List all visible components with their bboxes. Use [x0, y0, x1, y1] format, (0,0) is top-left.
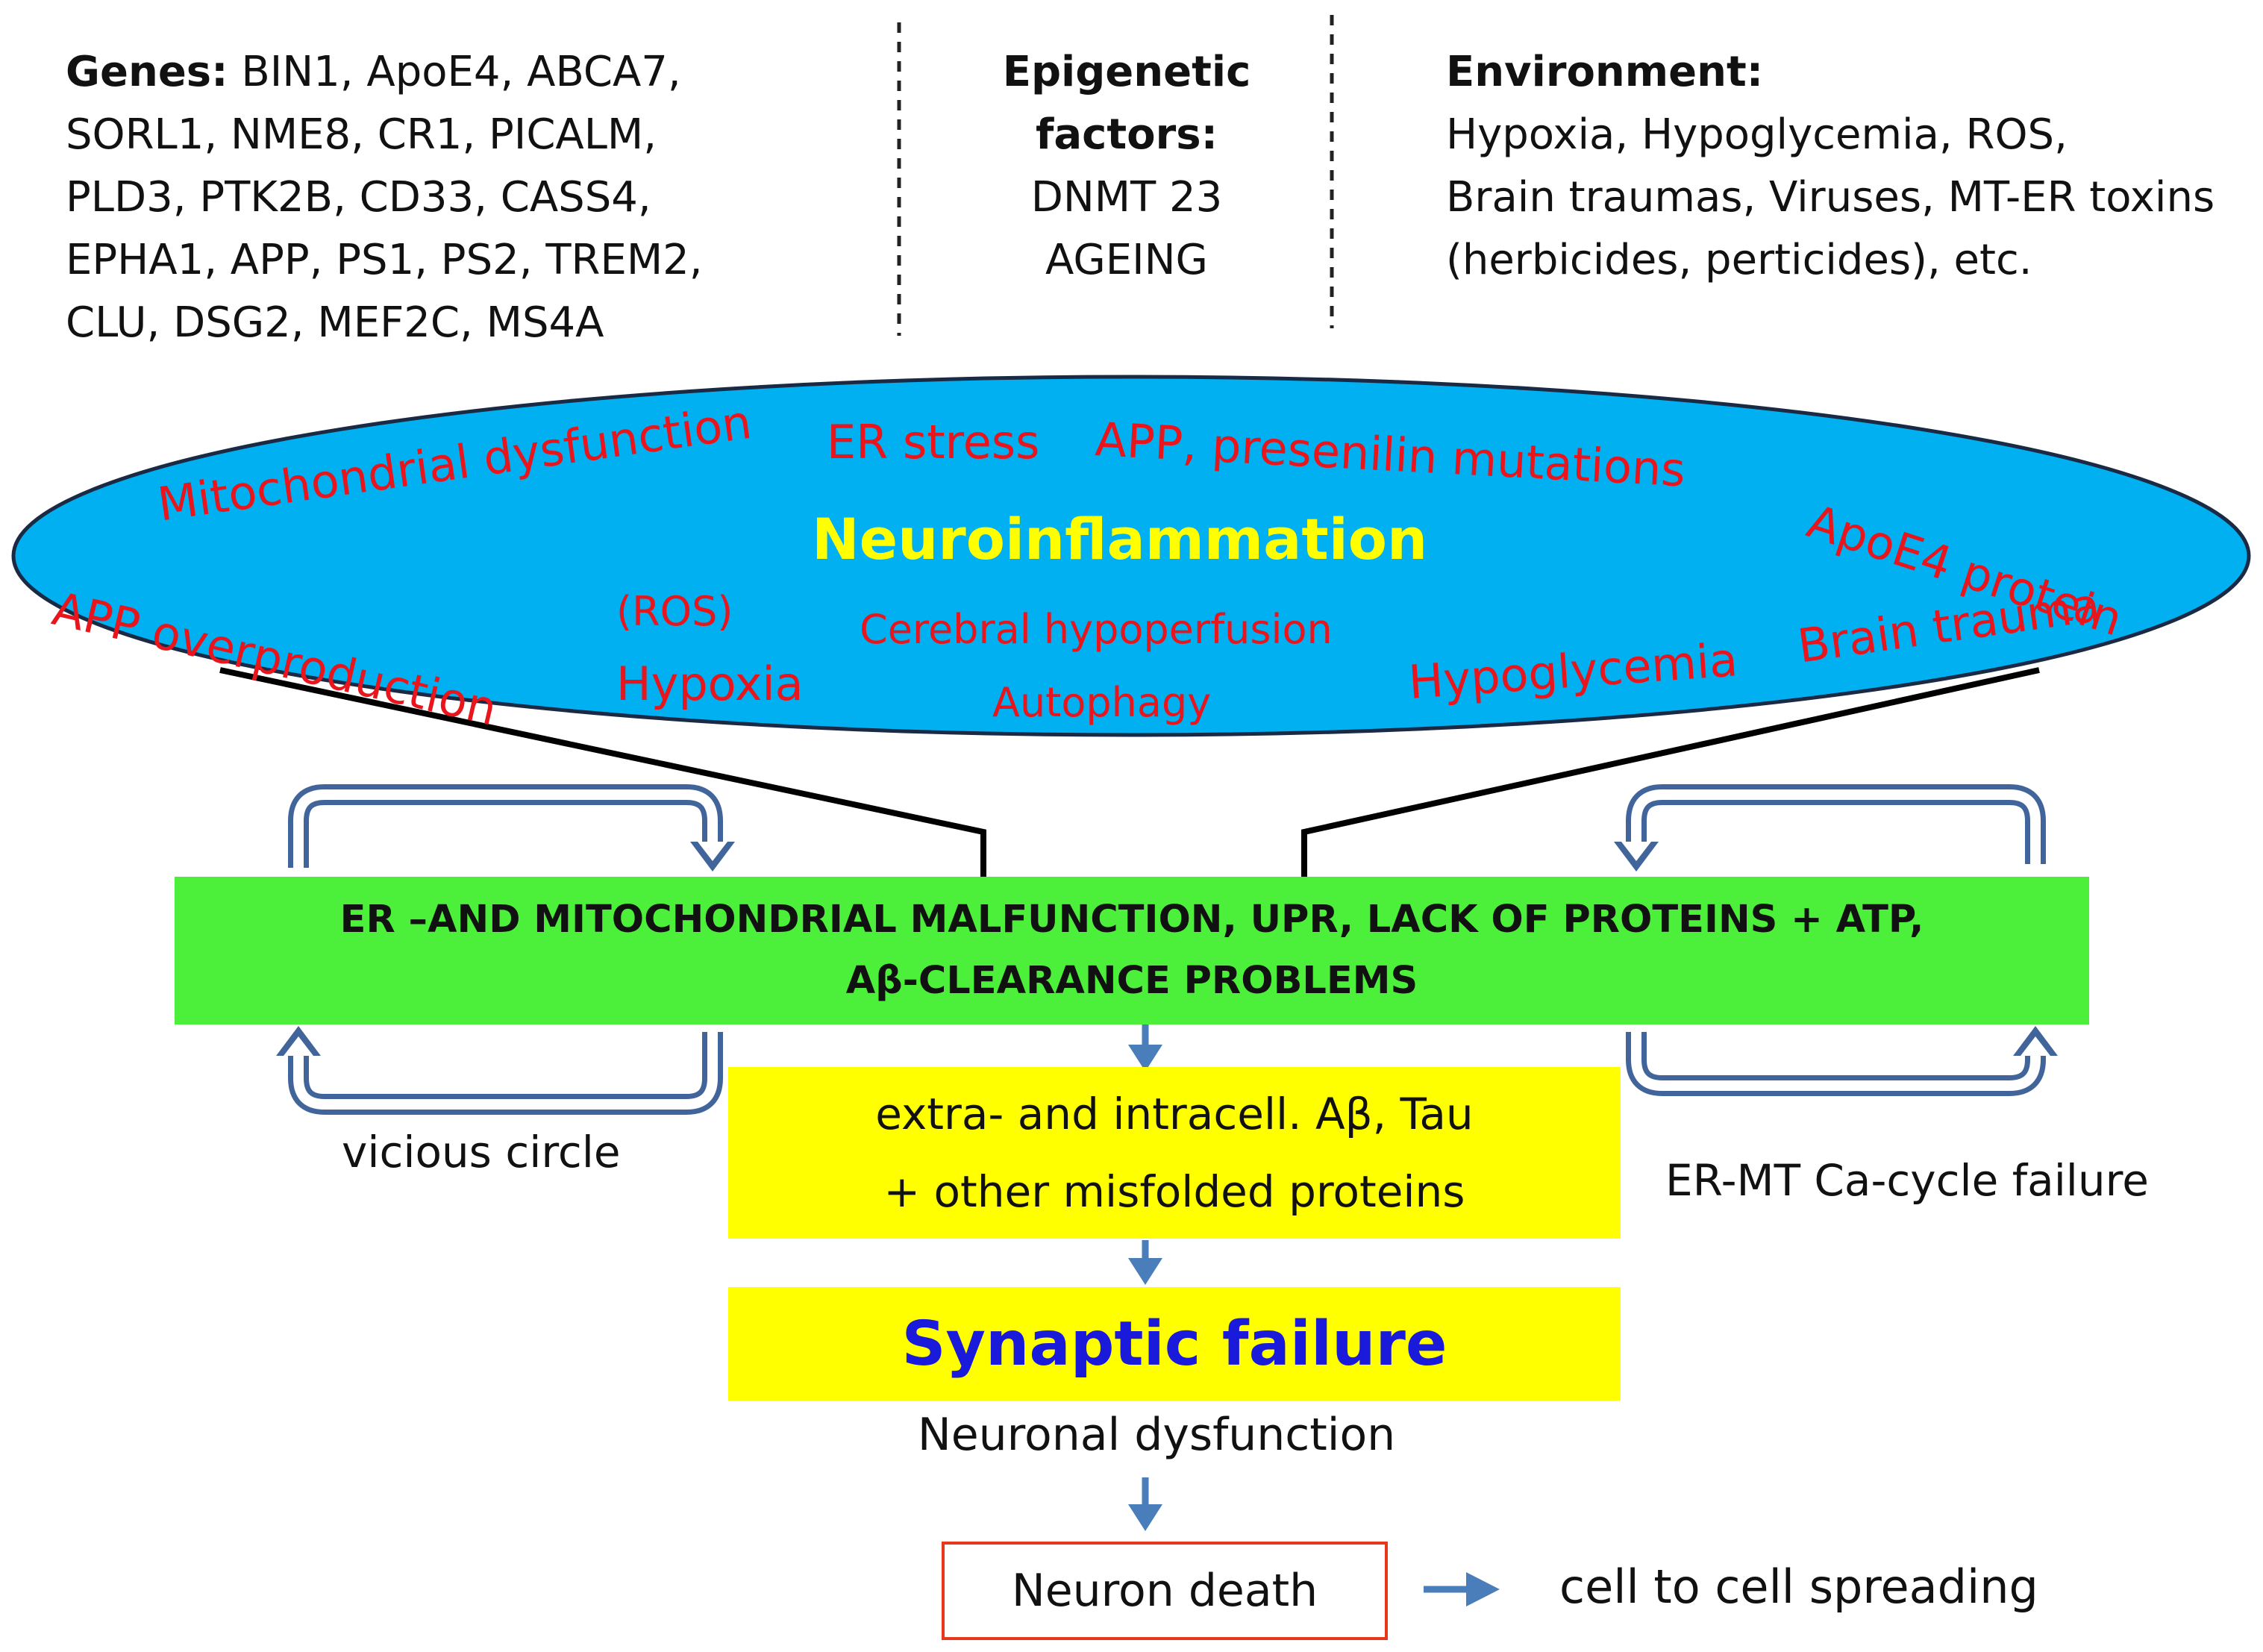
epigenetic-item: AGEING: [1045, 236, 1208, 284]
genes-list-line: EPHA1, APP, PS1, PS2, TREM2,: [66, 236, 703, 284]
neuroinflammation-ellipse: [11, 375, 2251, 737]
synaptic-failure-label: Synaptic failure: [901, 1308, 1447, 1380]
environment-heading: Environment:: [1446, 48, 1764, 96]
synaptic-failure-box: Synaptic failure: [728, 1287, 1621, 1401]
epigenetic-item: DNMT 23: [1030, 173, 1223, 222]
misfolded-line-1: extra- and intracell. Aβ, Tau: [875, 1089, 1474, 1139]
neuron-death-box: Neuron death: [942, 1542, 1388, 1640]
neuroinflammation-label: Neuroinflammation: [812, 506, 1428, 572]
arrow-death-to-spreading: [1424, 1572, 1500, 1606]
neuronal-dysfunction-label: Neuronal dysfunction: [917, 1409, 1396, 1461]
vicious-circle-loop-top: [288, 784, 735, 872]
epigenetic-heading-1: Epigenetic: [1002, 48, 1251, 96]
environment-line: Brain traumas, Viruses, MT-ER toxins: [1446, 173, 2215, 222]
vicious-circle-loop-bottom: [276, 1026, 723, 1115]
er-mito-line-1: ER –AND MITOCHONDRIAL MALFUNCTION, UPR, …: [339, 898, 1924, 942]
er-mito-malfunction-box: ER –AND MITOCHONDRIAL MALFUNCTION, UPR, …: [175, 877, 2089, 1024]
connector-left: [219, 667, 986, 880]
genes-block: Genes: BIN1, ApoE4, ABCA7, SORL1, NME8, …: [66, 41, 703, 354]
connector-right: [1301, 667, 2040, 880]
arrow-misfolded-to-synaptic: [1128, 1240, 1162, 1285]
ellipse-term-hypoxia: Hypoxia: [616, 657, 804, 711]
genes-list-line: SORL1, NME8, CR1, PICALM,: [66, 110, 657, 159]
genes-line-1: Genes: BIN1, ApoE4, ABCA7,: [66, 41, 703, 104]
ca-cycle-loop-bottom: [1626, 1026, 2058, 1096]
genes-list-line: PLD3, PTK2B, CD33, CASS4,: [66, 173, 651, 222]
vicious-circle-label: vicious circle: [342, 1127, 621, 1177]
ellipse-term-cerebral: Cerebral hypoperfusion: [860, 606, 1333, 653]
cell-spreading-label: cell to cell spreading: [1559, 1559, 2038, 1614]
misfolded-proteins-box: extra- and intracell. Aβ, Tau + other mi…: [728, 1067, 1621, 1239]
ca-cycle-failure-label: ER-MT Ca-cycle failure: [1665, 1155, 2149, 1206]
misfolded-line-2: + other misfolded proteins: [883, 1166, 1465, 1217]
genes-list-line: BIN1, ApoE4, ABCA7,: [241, 48, 681, 96]
neuron-death-label: Neuron death: [1011, 1565, 1318, 1617]
arrow-green-to-misfolded: [1128, 1021, 1162, 1071]
er-mito-line-2: Aβ-CLEARANCE PROBLEMS: [845, 959, 1418, 1003]
environment-line: Hypoxia, Hypoglycemia, ROS,: [1446, 110, 2068, 159]
environment-line: (herbicides, perticides), etc.: [1446, 236, 2032, 284]
epigenetic-block: Epigenetic factors: DNMT 23 AGEING: [970, 41, 1283, 292]
genes-heading: Genes:: [66, 48, 228, 96]
ca-cycle-loop-top: [1614, 784, 2046, 872]
epigenetic-heading-2: factors:: [1036, 110, 1218, 159]
ellipse-term-ros: (ROS): [616, 588, 733, 635]
ellipse-term-er-stress: ER stress: [827, 415, 1040, 469]
environment-block: Environment: Hypoxia, Hypoglycemia, ROS,…: [1446, 41, 2215, 292]
arrow-dysfunction-to-death: [1128, 1477, 1162, 1531]
ellipse-term-autophagy: Autophagy: [992, 679, 1212, 726]
genes-list-line: CLU, DSG2, MEF2C, MS4A: [66, 298, 604, 347]
